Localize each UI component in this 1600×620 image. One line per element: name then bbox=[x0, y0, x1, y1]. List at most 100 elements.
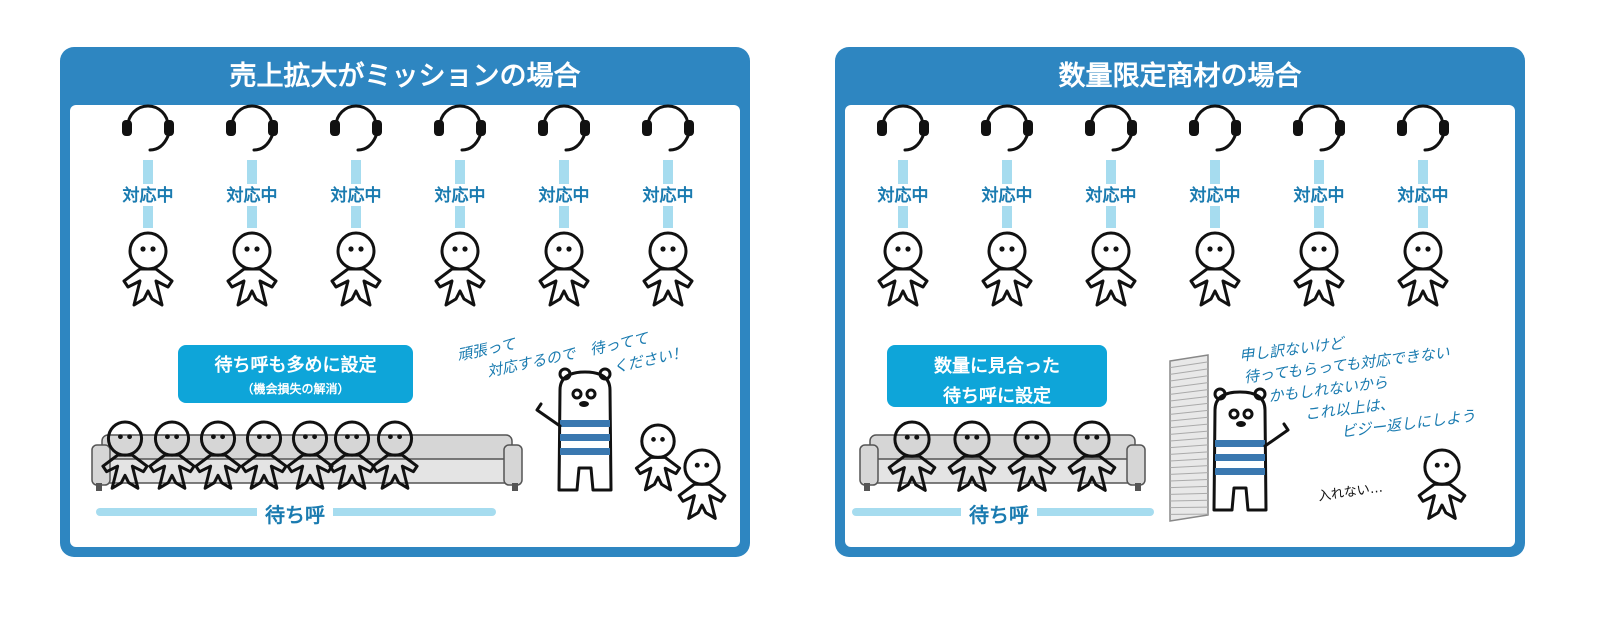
callout-box: 数量に見合った 待ち呼に設定 bbox=[887, 345, 1107, 407]
headset-mic bbox=[1319, 134, 1341, 152]
person-icon bbox=[981, 231, 1033, 307]
headset-icon bbox=[981, 104, 1033, 152]
sofa-arm-left bbox=[859, 444, 879, 486]
person-head bbox=[883, 231, 923, 271]
headset-icon bbox=[1397, 104, 1449, 152]
shutter-icon bbox=[1169, 354, 1209, 522]
agent-status-label: 対応中 bbox=[1293, 186, 1345, 206]
bear-stripe bbox=[1215, 440, 1265, 447]
person-body bbox=[538, 267, 590, 307]
sofa-leg bbox=[864, 483, 870, 491]
person-eye bbox=[904, 434, 910, 440]
callout-line2: 待ち呼に設定 bbox=[943, 386, 1051, 407]
agent-status-label: 対応中 bbox=[1189, 186, 1241, 206]
headset-band bbox=[881, 104, 925, 128]
connector-line bbox=[1002, 206, 1012, 228]
person-body bbox=[434, 267, 486, 307]
connector-line bbox=[1210, 206, 1220, 228]
earcup-left bbox=[1397, 120, 1407, 136]
sofa-leg bbox=[512, 483, 518, 491]
person-eye bbox=[150, 246, 156, 252]
connector-line bbox=[1106, 206, 1116, 228]
shutter-slat bbox=[1169, 492, 1209, 495]
person-body bbox=[1417, 482, 1467, 520]
headset-band bbox=[646, 104, 690, 128]
person-head bbox=[987, 231, 1027, 271]
person-eye bbox=[303, 434, 308, 440]
connector-line bbox=[143, 206, 153, 228]
person-eye bbox=[914, 434, 920, 440]
person-body bbox=[642, 267, 694, 307]
sofa-arm-right bbox=[1126, 444, 1146, 486]
person-eye bbox=[1434, 462, 1440, 468]
shutter-slat bbox=[1169, 409, 1209, 415]
sofa-arm-right bbox=[503, 444, 523, 486]
agent-status-label: 対応中 bbox=[330, 186, 382, 206]
connector-line bbox=[1210, 160, 1220, 184]
person-head bbox=[440, 231, 480, 271]
headset-icon bbox=[1085, 104, 1137, 152]
person-head bbox=[1195, 231, 1235, 271]
earcup-right bbox=[919, 120, 929, 136]
person-body bbox=[194, 453, 242, 490]
person-eye bbox=[348, 246, 354, 252]
person-icon bbox=[122, 231, 174, 307]
callout-line2: （機会損失の解消） bbox=[241, 382, 350, 396]
person-icon bbox=[887, 420, 937, 492]
person-body bbox=[1397, 267, 1449, 307]
headset-icon bbox=[226, 104, 278, 152]
headset-icon bbox=[1293, 104, 1345, 152]
connector-line bbox=[663, 206, 673, 228]
headset-band bbox=[230, 104, 274, 128]
agent-status-label: 対応中 bbox=[877, 186, 929, 206]
earcup-left bbox=[330, 120, 340, 136]
person-eye bbox=[312, 434, 317, 440]
earcup-left bbox=[1293, 120, 1303, 136]
shutter-slat bbox=[1169, 444, 1209, 449]
person-body bbox=[1293, 267, 1345, 307]
shutter-slat bbox=[1169, 368, 1209, 375]
person-eye bbox=[266, 434, 271, 440]
person-eye bbox=[704, 462, 710, 468]
earcup-right bbox=[1335, 120, 1345, 136]
connector-line bbox=[1314, 160, 1324, 184]
shutter-slat bbox=[1169, 402, 1209, 409]
person-eye bbox=[1415, 246, 1421, 252]
bear-icon bbox=[1212, 387, 1290, 512]
shutter-slat bbox=[1169, 430, 1209, 435]
person-icon bbox=[240, 420, 288, 490]
person-icon bbox=[330, 231, 382, 307]
earcup-right bbox=[1231, 120, 1241, 136]
connector-line bbox=[898, 206, 908, 228]
person-eye bbox=[1034, 434, 1040, 440]
earcup-right bbox=[1439, 120, 1449, 136]
earcup-right bbox=[580, 120, 590, 136]
connector-line bbox=[1418, 206, 1428, 228]
person-body bbox=[981, 267, 1033, 307]
person-eye bbox=[974, 434, 980, 440]
headset-mic bbox=[1111, 134, 1133, 152]
earcup-left bbox=[1189, 120, 1199, 136]
person-eye bbox=[694, 462, 700, 468]
bear-eye bbox=[1242, 408, 1254, 420]
person-body bbox=[887, 454, 937, 492]
headset-mic bbox=[1007, 134, 1029, 152]
bear-eye bbox=[571, 388, 583, 400]
connector-line bbox=[1106, 160, 1116, 184]
person-eye bbox=[1217, 246, 1223, 252]
agent-status-label: 対応中 bbox=[642, 186, 694, 206]
person-icon bbox=[642, 231, 694, 307]
person-body bbox=[330, 267, 382, 307]
queue-label: 待ち呼 bbox=[961, 500, 1037, 530]
person-icon bbox=[194, 420, 242, 490]
person-head bbox=[232, 231, 272, 271]
person-eye bbox=[1103, 246, 1109, 252]
person-eye bbox=[660, 437, 665, 442]
person-eye bbox=[388, 434, 393, 440]
bear-ear bbox=[558, 367, 572, 381]
bear-icon bbox=[535, 367, 613, 492]
person-eye bbox=[1024, 434, 1030, 440]
shutter-slat bbox=[1169, 506, 1209, 509]
panel-title: 売上拡大がミッションの場合 bbox=[229, 61, 581, 92]
headset-icon bbox=[122, 104, 174, 152]
